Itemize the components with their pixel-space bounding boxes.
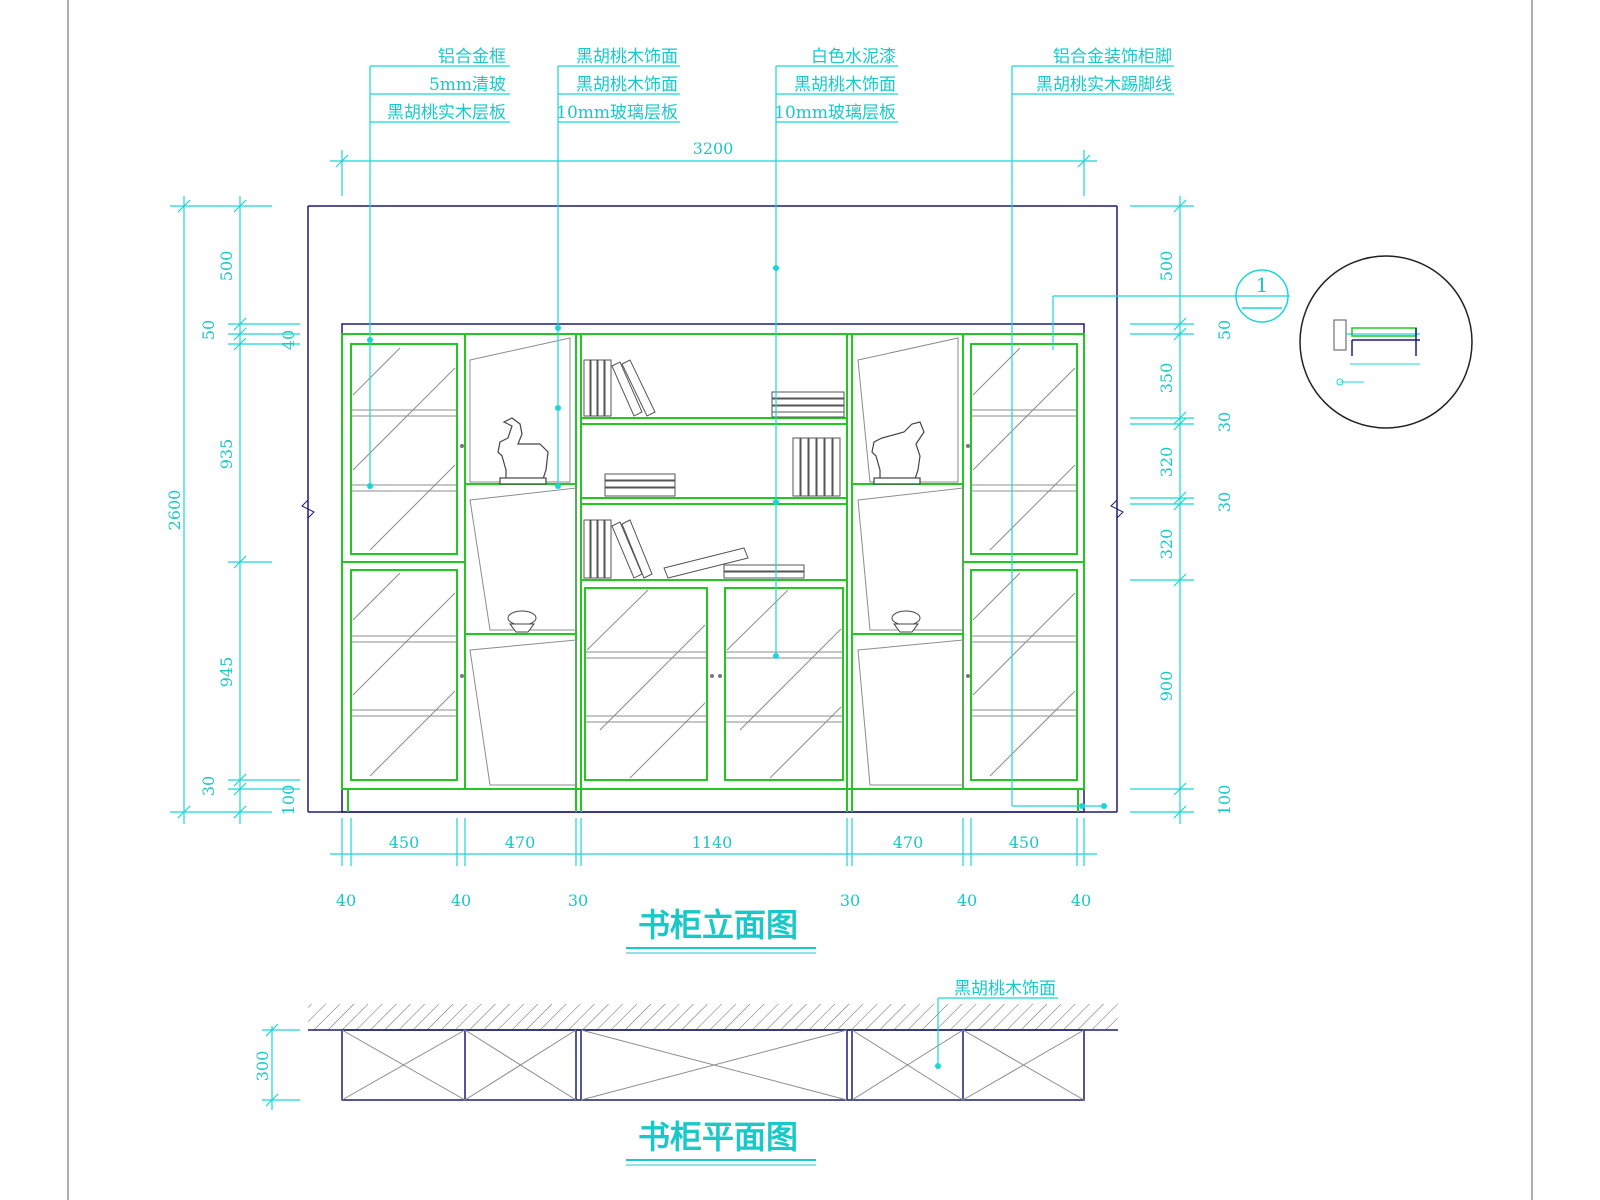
label-aluminum-feet: 铝合金装饰柜脚 xyxy=(1053,47,1172,67)
door-rails xyxy=(351,409,1077,723)
bookcase-plan: 黑胡桃木饰面 300 书柜平面图 xyxy=(253,979,1118,1166)
sheet-frame xyxy=(67,0,1533,1200)
dim-left-935: 935 xyxy=(217,439,236,470)
labels-top-mid-left: 黑胡桃木饰面 黑胡桃木饰面 10mm玻璃层板 xyxy=(556,47,678,123)
plan-cross-lines xyxy=(341,1029,1085,1101)
label-glass-shelf-2: 10mm玻璃层板 xyxy=(774,103,896,123)
plan-title: 书柜平面图 xyxy=(638,1118,798,1156)
dim-overall-width: 3200 xyxy=(693,139,734,158)
leader-dots xyxy=(367,265,1107,809)
dim-bottom-1: 470 xyxy=(505,833,536,852)
labels-top-right: 铝合金装饰柜脚 黑胡桃实木踢脚线 xyxy=(1036,47,1172,95)
dim-right-1: 50 xyxy=(1215,320,1234,340)
label-walnut-veneer-2: 黑胡桃木饰面 xyxy=(576,75,678,95)
books xyxy=(583,359,845,579)
dim-right-5: 30 xyxy=(1215,492,1234,512)
wall-hatch xyxy=(308,1004,1118,1030)
detail-ref-label: 1 xyxy=(1256,273,1269,297)
detail-callout xyxy=(1235,269,1289,323)
plan-depth: 300 xyxy=(253,1051,272,1082)
plan-outline xyxy=(308,1029,1118,1101)
plan-leader xyxy=(262,997,1058,1110)
dim-gap-5: 40 xyxy=(1071,891,1091,910)
horse-sculpture xyxy=(497,417,925,485)
wall-outline xyxy=(307,205,1118,813)
plan-leader-dot xyxy=(935,1063,941,1069)
bottom-dimension-texts: 450 470 1140 470 450 40 40 30 30 40 40 xyxy=(336,833,1091,910)
decor-bowls xyxy=(507,610,921,633)
dim-left-945: 945 xyxy=(217,657,236,688)
dim-right-3: 30 xyxy=(1215,412,1234,432)
dim-left-100: 100 xyxy=(279,785,298,816)
label-walnut-veneer-3: 黑胡桃木饰面 xyxy=(794,75,896,95)
labels-top-left: 铝合金框 5mm清玻 黑胡桃实木层板 xyxy=(387,47,506,123)
door-handles xyxy=(460,444,970,678)
right-dimension-texts: 500 50 350 30 320 30 320 900 100 xyxy=(1157,251,1234,816)
dim-bottom-3: 470 xyxy=(893,833,924,852)
detail-circle xyxy=(1299,255,1473,429)
dim-gap-1: 40 xyxy=(451,891,471,910)
label-white-paint: 白色水泥漆 xyxy=(811,47,896,67)
dim-left-30: 30 xyxy=(199,776,218,796)
glass-reflections xyxy=(352,347,1076,779)
dim-left-50: 50 xyxy=(199,320,218,340)
dim-right-0: 500 xyxy=(1157,251,1176,282)
bookcase-elevation: 1 铝合金框 5mm清玻 黑胡桃实木层板 黑胡桃木饰面 黑胡桃木饰面 10mm玻… xyxy=(165,47,1473,954)
label-walnut-shelf: 黑胡桃实木层板 xyxy=(387,103,506,123)
label-glass-shelf-1: 10mm玻璃层板 xyxy=(556,103,678,123)
dim-right-2: 350 xyxy=(1157,363,1176,394)
dim-right-8: 100 xyxy=(1215,785,1234,816)
dim-left-40: 40 xyxy=(279,330,298,350)
dim-bottom-0: 450 xyxy=(389,833,420,852)
left-dimension-texts: 2600 500 50 40 935 945 30 100 xyxy=(165,251,298,816)
dim-total-height: 2600 xyxy=(165,490,184,531)
dim-bottom-2: 1140 xyxy=(692,833,733,852)
dim-right-6: 320 xyxy=(1157,529,1176,560)
dim-left-500: 500 xyxy=(217,251,236,282)
dimension-ticks xyxy=(177,199,1187,819)
break-markers xyxy=(301,499,1124,519)
plan-label: 黑胡桃木饰面 xyxy=(954,979,1056,999)
label-clear-glass: 5mm清玻 xyxy=(429,75,506,95)
dim-gap-2: 30 xyxy=(568,891,588,910)
dim-gap-0: 40 xyxy=(336,891,356,910)
dim-right-4: 320 xyxy=(1157,447,1176,478)
dimension-lines xyxy=(170,150,1194,866)
dim-gap-4: 40 xyxy=(957,891,977,910)
leader-lines xyxy=(369,65,1290,807)
label-walnut-veneer-1: 黑胡桃木饰面 xyxy=(576,47,678,67)
cabinet-frames xyxy=(341,333,1085,812)
dim-right-7: 900 xyxy=(1157,671,1176,702)
dim-bottom-4: 450 xyxy=(1009,833,1040,852)
dim-gap-3: 30 xyxy=(840,891,860,910)
elevation-title: 书柜立面图 xyxy=(638,906,798,944)
label-aluminum-frame: 铝合金框 xyxy=(438,47,506,67)
label-walnut-skirting: 黑胡桃实木踢脚线 xyxy=(1036,75,1172,95)
labels-top-mid-right: 白色水泥漆 黑胡桃木饰面 10mm玻璃层板 xyxy=(774,47,896,123)
slanted-panels xyxy=(469,337,964,786)
